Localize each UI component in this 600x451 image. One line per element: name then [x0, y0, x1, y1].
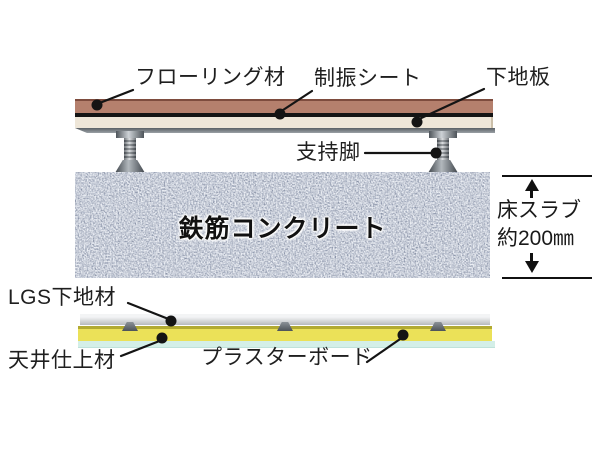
base-board-label: 下地板: [486, 66, 551, 89]
panel-underside: [75, 128, 495, 133]
support-leg-threaded-rod: [124, 138, 136, 161]
support-leg-threaded-rod: [437, 138, 449, 161]
dimension-arrow-down-shaft: [530, 253, 533, 262]
slab-dimension-line1: 床スラブ: [497, 199, 581, 222]
flooring-label: フローリング材: [135, 66, 286, 89]
support-leg-label: 支持脚: [296, 141, 361, 164]
ceiling-clip: [122, 322, 138, 331]
dimension-rule-bottom: [502, 277, 592, 279]
base-board-layer: [75, 117, 493, 128]
support-leg-foot: [115, 160, 145, 173]
slab-dimension-line2: 約200㎜: [497, 227, 575, 250]
slab-dimension-text: 床スラブ 約200㎜: [497, 197, 581, 253]
support-leg-left: [115, 131, 145, 173]
ceiling-finish-layer: [78, 341, 495, 348]
concrete-label: 鉄筋コンクリート: [178, 215, 387, 243]
dimension-rule-top: [502, 175, 592, 177]
damping-sheet-label: 制振シート: [314, 67, 422, 90]
dimension-arrow-down-icon: [525, 261, 539, 273]
plasterboard-label: プラスターボード: [201, 346, 373, 369]
dimension-arrow-up-icon: [525, 179, 539, 191]
dimension-arrow-up-shaft: [530, 189, 533, 198]
support-leg-flange: [116, 131, 144, 138]
support-leg-right: [428, 131, 458, 173]
lgs-label: LGS下地材: [8, 286, 117, 309]
flooring-layer: [75, 99, 493, 113]
ceiling-clip: [277, 322, 293, 331]
concrete-slab: [75, 172, 490, 278]
support-leg-foot: [428, 160, 458, 173]
ceiling-clip: [430, 322, 446, 331]
support-leg-flange: [429, 131, 457, 138]
lgs-frame-layer: [80, 314, 490, 325]
ceiling-finish-label: 天井仕上材: [8, 349, 116, 372]
